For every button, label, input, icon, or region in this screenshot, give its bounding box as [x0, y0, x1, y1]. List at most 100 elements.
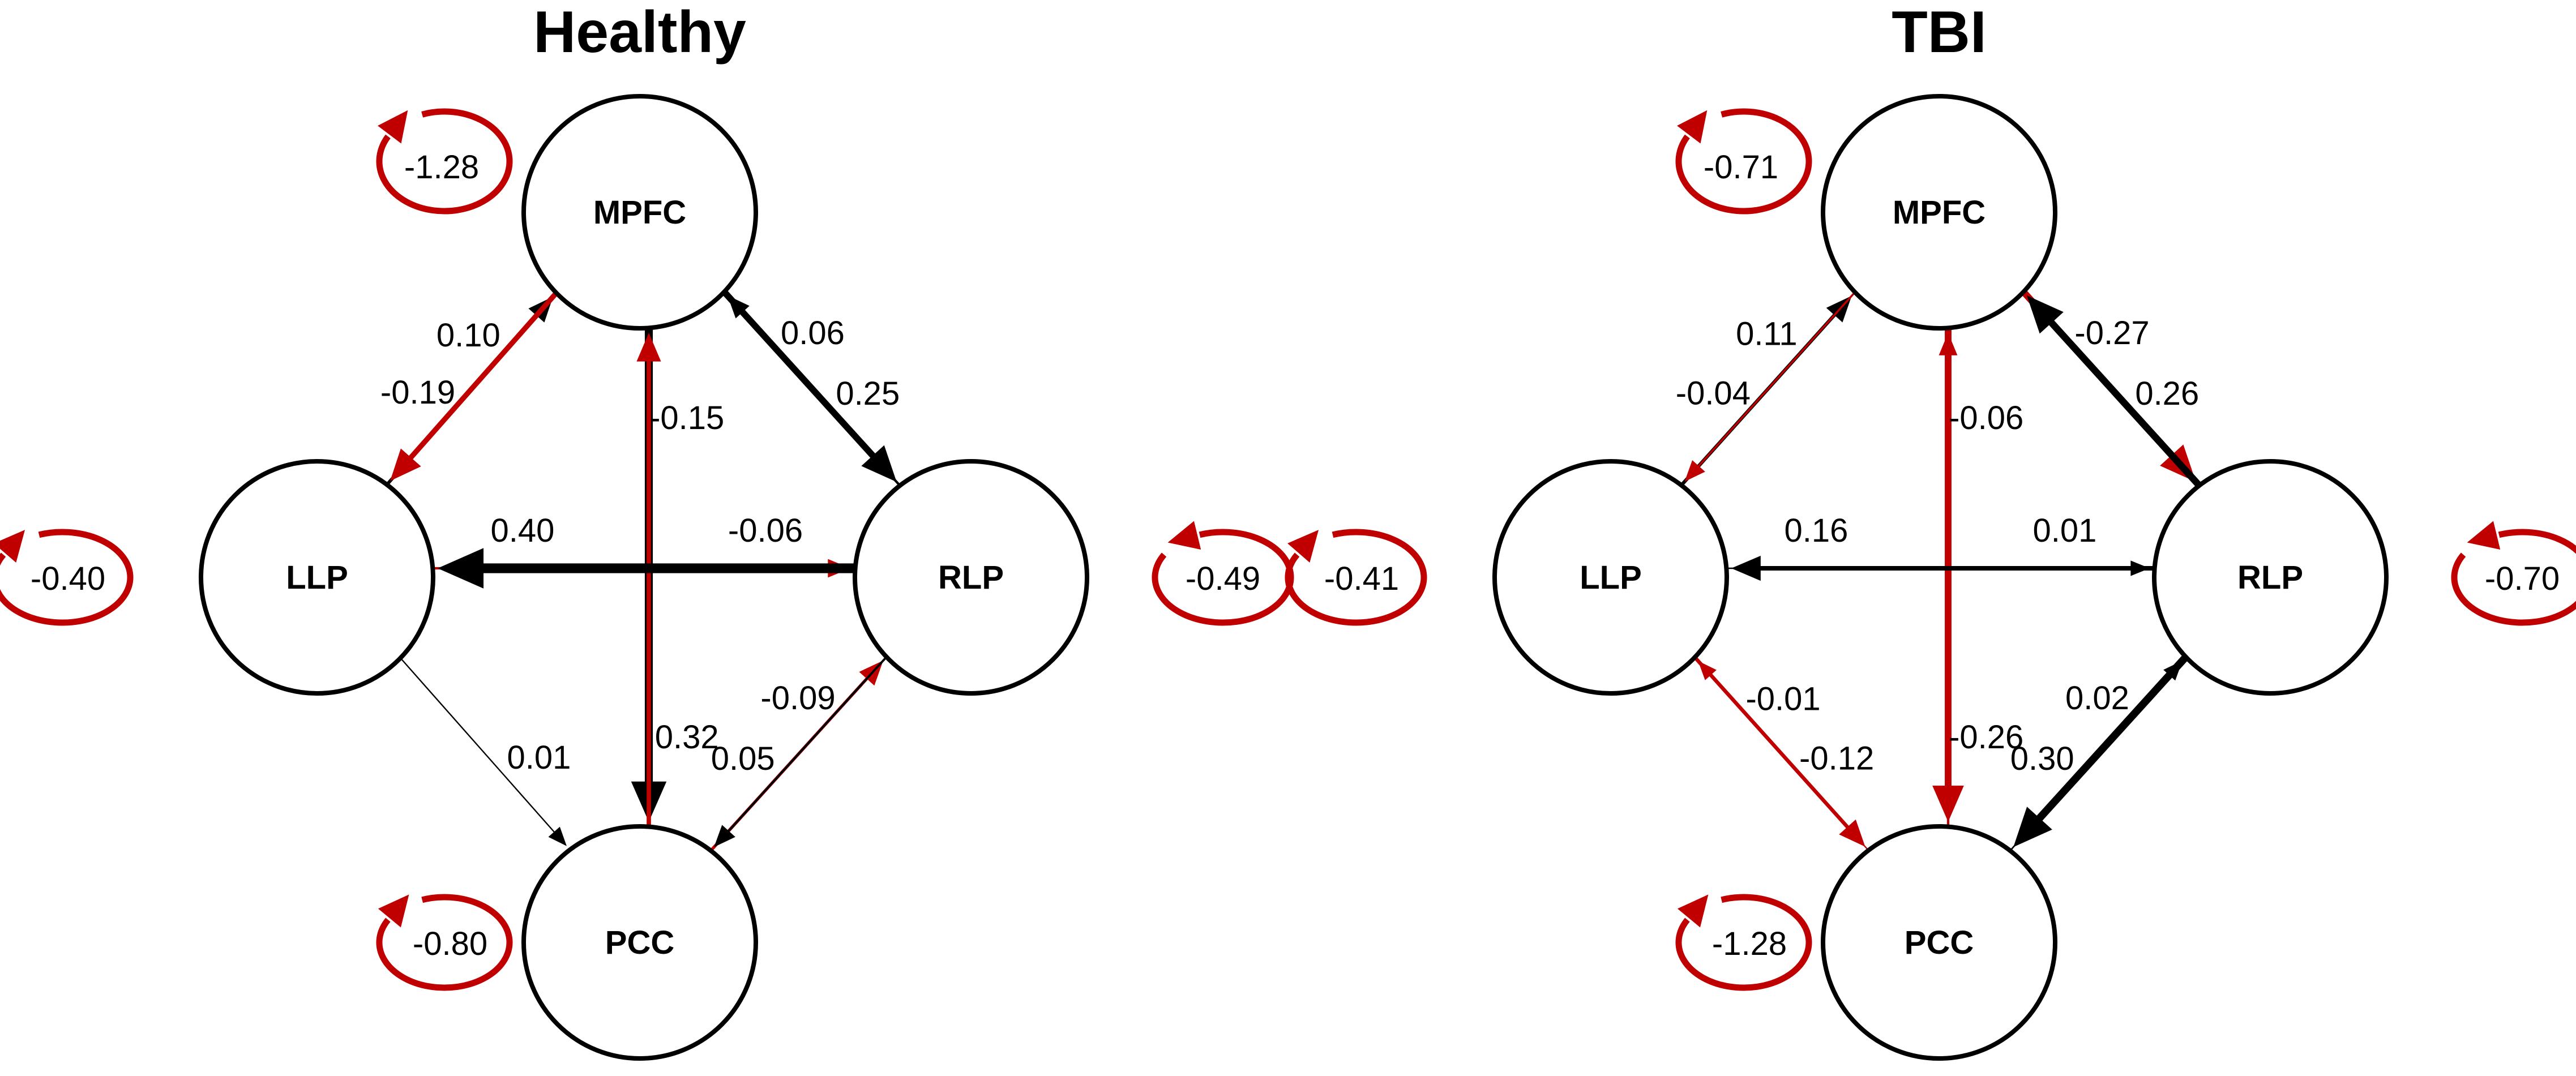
self-loop-mpfc — [376, 108, 513, 215]
self-loop-llp — [0, 529, 134, 626]
node-label-mpfc: MPFC — [1893, 194, 1986, 231]
arrow-head — [438, 548, 484, 589]
self-loop-pcc — [1675, 894, 1812, 991]
self-loop-label: -0.70 — [2485, 560, 2560, 597]
node-rlp — [853, 459, 1089, 696]
self-loop-label: -0.49 — [1186, 560, 1260, 597]
arrow-head — [1731, 555, 1761, 581]
edge-label: 0.06 — [781, 315, 845, 351]
self-loop-llp-head — [1287, 530, 1319, 563]
edge-llp-to-pcc — [400, 658, 567, 846]
edge-label: 0.25 — [836, 375, 900, 412]
node-label-llp: LLP — [286, 559, 348, 596]
arrow-shaft — [726, 656, 887, 834]
arrow-head — [1939, 333, 1958, 355]
edge-label: 0.40 — [491, 512, 555, 549]
edge-rlp-to-mpfc — [727, 295, 901, 486]
arrow-shaft — [2035, 654, 2189, 822]
edge-label: -0.06 — [728, 512, 803, 549]
edge-rlp-to-pcc — [2013, 654, 2189, 847]
node-label-rlp: RLP — [938, 559, 1004, 596]
panel-title: Healthy — [533, 0, 746, 65]
self-loop-llp — [1285, 529, 1427, 626]
edge-pcc-to-mpfc — [636, 333, 661, 826]
edge-label: 0.26 — [2135, 375, 2199, 412]
panel-tbi: TBI -0.71 -0.41 -0.70 -1.28 MPFC LLP RLP PC… — [1285, 0, 2576, 1061]
edge-mpfc-to-llp — [1684, 291, 1856, 482]
node-rlp — [2152, 459, 2389, 696]
arrow-shaft — [740, 310, 901, 486]
panel-healthy: Healthy -1.28 -0.40 -0.49 -0.80 MPFC LLP RL… — [0, 0, 1294, 1061]
edge-label: -0.12 — [1799, 740, 1874, 777]
edge-label: -0.04 — [1676, 375, 1751, 411]
self-loop-label: -1.28 — [1712, 925, 1787, 962]
self-loop-label: -0.80 — [413, 925, 487, 962]
self-loop-pcc — [376, 894, 513, 991]
edge-pcc-to-mpfc — [1939, 333, 1958, 826]
edge-label: -0.19 — [380, 374, 455, 411]
node-llp — [1492, 459, 1729, 696]
edge-rlp-to-llp — [1731, 555, 2154, 581]
self-loop-label: -0.41 — [1324, 560, 1399, 597]
node-mpfc — [1821, 94, 2057, 331]
node-label-pcc: PCC — [1905, 924, 1974, 961]
arrow-head — [727, 295, 750, 319]
node-pcc — [521, 824, 758, 1061]
self-loop-pcc-head — [378, 894, 409, 928]
edge-label: -0.01 — [1745, 680, 1820, 717]
node-pcc — [1821, 824, 2057, 1061]
self-loop-label: -0.71 — [1704, 149, 1778, 186]
self-loop-rlp-head — [1167, 521, 1201, 550]
node-mpfc — [521, 94, 758, 331]
edge-label: -0.06 — [1949, 400, 2023, 436]
edge-label: 0.01 — [2033, 512, 2097, 549]
node-label-rlp: RLP — [2237, 559, 2303, 596]
node-label-mpfc: MPFC — [593, 194, 686, 231]
arrow-shaft — [2047, 319, 2202, 488]
arrow-head — [2026, 295, 2064, 334]
node-label-llp: LLP — [1580, 559, 1642, 596]
self-loop-rlp — [2451, 529, 2576, 626]
edge-label: 0.30 — [2010, 740, 2074, 777]
self-loop-rlp-head — [2467, 521, 2501, 550]
edge-label: -0.27 — [2074, 315, 2149, 351]
edge-label: 0.16 — [1785, 512, 1848, 549]
edge-label: 0.01 — [507, 739, 571, 776]
edge-label: -0.26 — [1949, 719, 2023, 756]
self-loop-mpfc-head — [378, 110, 408, 144]
edge-label: -0.09 — [760, 680, 835, 717]
self-loop-rlp — [1152, 529, 1294, 626]
self-loop-pcc-head — [1677, 894, 1709, 928]
arrow-head — [390, 448, 421, 481]
arrow-shaft — [407, 291, 558, 461]
self-loop-mpfc-head — [1677, 110, 1708, 144]
edge-rlp-to-llp — [438, 548, 855, 589]
node-llp — [199, 459, 435, 696]
arrow-head — [714, 825, 735, 847]
arrow-shaft — [400, 658, 557, 834]
arrow-head — [548, 826, 567, 846]
arrow-head — [1684, 460, 1705, 482]
arrow-head — [1698, 661, 1717, 680]
edge-pcc-to-llp — [1698, 661, 1869, 851]
edge-label: 0.11 — [1736, 315, 1798, 352]
edge-rlp-to-pcc — [714, 656, 887, 847]
node-label-pcc: PCC — [605, 924, 674, 961]
arrow-shaft — [1696, 291, 1856, 469]
edge-label: 0.32 — [655, 719, 719, 756]
arrow-head — [2013, 807, 2052, 847]
arrow-shaft — [1709, 672, 1869, 851]
edge-label: 0.10 — [437, 317, 500, 354]
edge-label: 0.05 — [711, 740, 775, 777]
panel-title: TBI — [1892, 0, 1987, 65]
edge-rlp-to-mpfc — [2026, 295, 2202, 488]
edge-mpfc-to-llp — [390, 291, 558, 481]
edge-label: -0.15 — [649, 400, 724, 436]
arrow-head — [636, 333, 661, 362]
self-loop-llp-head — [0, 530, 25, 563]
self-loop-mpfc — [1675, 108, 1812, 215]
self-loop-label: -0.40 — [31, 560, 105, 597]
self-loop-label: -1.28 — [404, 149, 479, 186]
edge-label: 0.02 — [2065, 680, 2129, 717]
